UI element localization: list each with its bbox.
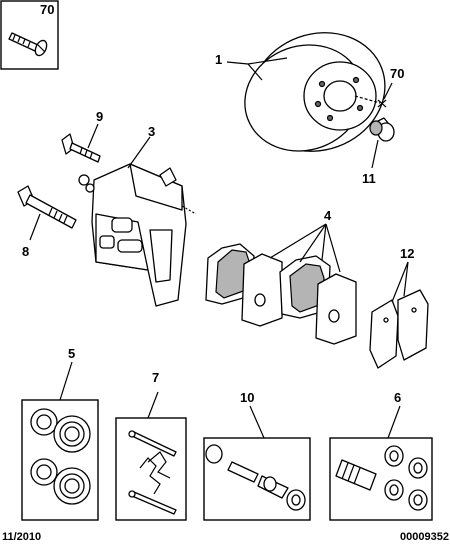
leader-4d <box>325 223 341 273</box>
caliper-guide-bolt <box>17 185 77 229</box>
callout-1: 1 <box>215 52 222 67</box>
countersunk-screw-icon <box>8 32 48 57</box>
leader-4b <box>299 223 327 263</box>
footer-reference: 00009352 <box>400 531 449 543</box>
leader-1b <box>247 63 263 81</box>
leader-6 <box>387 405 401 439</box>
leader-10 <box>249 405 265 439</box>
footer-date: 11/2010 <box>2 531 41 543</box>
callout-6: 6 <box>394 390 401 405</box>
leader-8 <box>29 213 41 241</box>
leader-4c <box>321 223 327 261</box>
brake-pads <box>205 243 357 345</box>
boot-kit-frame <box>329 437 433 521</box>
guide-pin-kit <box>203 437 311 521</box>
callout-12: 12 <box>400 246 414 261</box>
callout-11: 11 <box>362 171 376 186</box>
guide-pin-kit-frame <box>203 437 311 521</box>
wheel-bolt <box>369 117 395 142</box>
spring-kit <box>115 417 187 521</box>
callout-70-inset: 70 <box>40 2 54 17</box>
callout-70-disc: 70 <box>390 66 404 81</box>
leader-5 <box>59 361 73 401</box>
callout-9: 9 <box>96 109 103 124</box>
leader-7 <box>147 391 159 419</box>
spring-kit-frame <box>115 417 187 521</box>
brake-disc <box>244 32 386 152</box>
leader-12a <box>403 261 409 297</box>
callout-8: 8 <box>22 244 29 259</box>
leader-4a <box>269 223 327 259</box>
screw-inset: 70 <box>0 0 59 70</box>
leader-12b <box>391 261 409 303</box>
leader-70 <box>383 82 393 100</box>
leader-3 <box>127 136 151 169</box>
disc-screw-dashed-line <box>354 95 381 104</box>
cross-marker-icon <box>377 99 387 108</box>
seal-kit <box>21 399 99 521</box>
callout-7: 7 <box>152 370 159 385</box>
callout-5: 5 <box>68 346 75 361</box>
boot-kit <box>329 437 433 521</box>
callout-10: 10 <box>240 390 254 405</box>
callout-4: 4 <box>324 208 332 223</box>
brake-caliper <box>78 163 197 307</box>
screw-inset-frame <box>0 0 59 70</box>
leader-11 <box>371 139 379 169</box>
anti-squeal-shims <box>369 289 429 369</box>
leader-9 <box>87 123 99 149</box>
caliper-bolt-upper <box>61 133 101 163</box>
callout-3: 3 <box>148 124 155 139</box>
